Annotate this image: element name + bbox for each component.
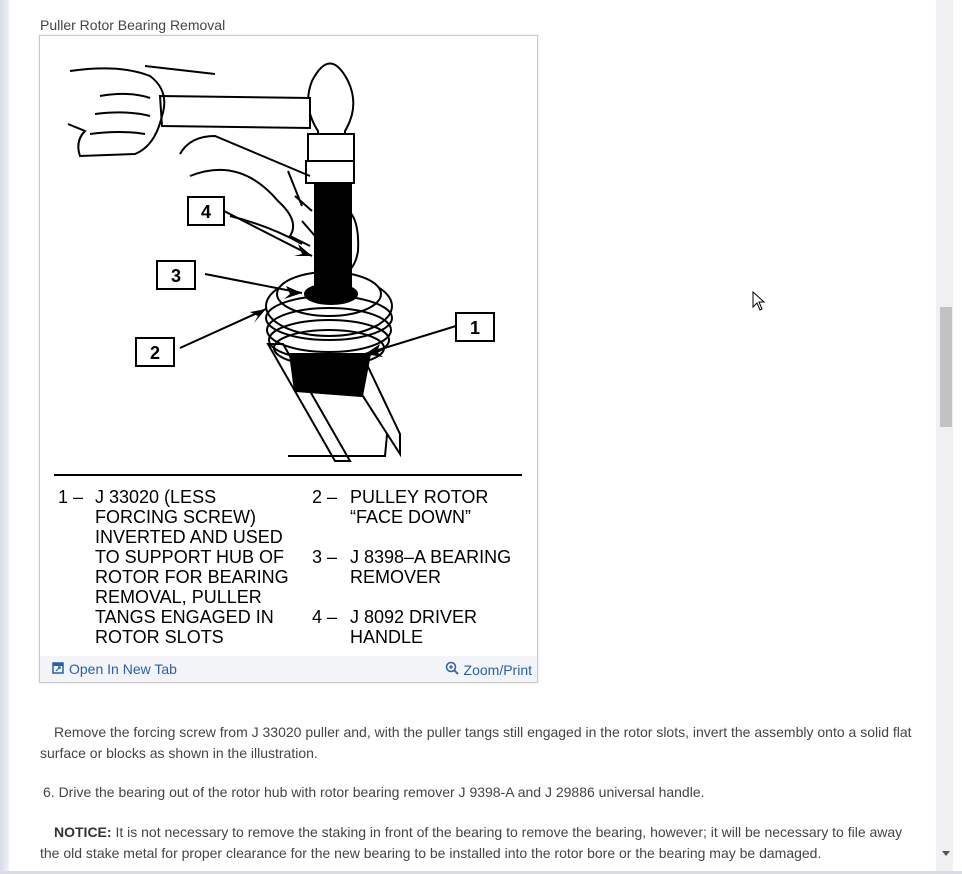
figure-footer: Open In New Tab Zoom/Print (40, 656, 537, 682)
legend-2-line-2: “FACE DOWN” (350, 507, 471, 527)
open-in-new-tab-label: Open In New Tab (69, 661, 177, 677)
open-in-new-tab-link[interactable]: Open In New Tab (52, 661, 177, 677)
legend-3-line-1: J 8398–A BEARING (350, 547, 511, 567)
callout-3: 3 (171, 266, 181, 286)
scroll-down-arrow-icon[interactable] (942, 851, 950, 856)
legend-2-line-1: PULLEY ROTOR (350, 487, 488, 507)
legend-1-line-6: REMOVAL, PULLER (95, 587, 262, 607)
zoom-print-link[interactable]: Zoom/Print (445, 661, 532, 678)
legend-4-number: 4 – (312, 607, 337, 627)
callout-4: 4 (201, 202, 211, 222)
legend-1-number: 1 – (58, 487, 83, 507)
step-6-paragraph: 6. Drive the bearing out of the rotor hu… (43, 784, 705, 800)
legend-1-line-5: ROTOR FOR BEARING (95, 567, 289, 587)
instruction-paragraph: Remove the forcing screw from J 33020 pu… (40, 724, 912, 761)
legend-1-line-4: TO SUPPORT HUB OF (95, 547, 284, 567)
figure-title: Puller Rotor Bearing Removal (40, 17, 226, 33)
window-left-edge (0, 0, 9, 874)
open-in-new-tab-icon (52, 661, 64, 677)
callout-2: 2 (150, 343, 160, 363)
notice-paragraph: NOTICE: It is not necessary to remove th… (40, 822, 920, 864)
callout-1: 1 (470, 318, 480, 338)
legend-4-line-2: HANDLE (350, 627, 423, 647)
notice-label: NOTICE: (54, 824, 112, 840)
legend-2-number: 2 – (312, 487, 337, 507)
legend-1-line-3: INVERTED AND USED (95, 527, 283, 547)
vertical-scrollbar[interactable] (939, 0, 953, 874)
bearing-removal-illustration: 4 3 2 1 1 – J 33020 (LESS FORCING SCREW)… (54, 62, 522, 647)
legend-1-line-7: TANGS ENGAGED IN (95, 607, 274, 627)
figure-frame: 4 3 2 1 1 – J 33020 (LESS FORCING SCREW)… (39, 35, 538, 683)
legend-4-line-1: J 8092 DRIVER (350, 607, 477, 627)
legend-1-line-2: FORCING SCREW) (95, 507, 256, 527)
zoom-print-label: Zoom/Print (463, 661, 532, 678)
window-bottom-edge (0, 871, 962, 874)
scrollbar-thumb[interactable] (940, 307, 952, 427)
legend-3-number: 3 – (312, 547, 337, 567)
zoom-icon (445, 661, 459, 678)
legend-3-line-2: REMOVER (350, 567, 441, 587)
mouse-cursor-icon (752, 291, 766, 311)
legend-1-line-1: J 33020 (LESS (95, 487, 216, 507)
legend-1-line-8: ROTOR SLOTS (95, 627, 224, 647)
notice-text: It is not necessary to remove the stakin… (40, 824, 903, 861)
